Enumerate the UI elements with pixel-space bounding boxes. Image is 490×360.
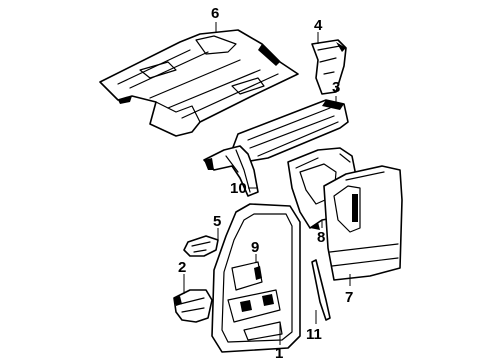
callout-4: 4 bbox=[314, 17, 323, 34]
callout-11: 11 bbox=[306, 326, 322, 343]
hinge-bracket-part bbox=[183, 235, 219, 257]
outer-quarter-panel-part bbox=[323, 165, 403, 281]
callout-1: 1 bbox=[275, 345, 283, 360]
lock-pillar-part bbox=[203, 145, 259, 197]
callout-3: 3 bbox=[332, 79, 340, 96]
callout-5: 5 bbox=[213, 213, 221, 230]
weatherstrip-part bbox=[311, 259, 331, 321]
bracket-part bbox=[311, 39, 347, 95]
floor-pan-part bbox=[99, 29, 299, 137]
door-inner-panel-part bbox=[227, 261, 283, 341]
callout-8: 8 bbox=[317, 229, 325, 246]
leader-lines bbox=[183, 22, 351, 345]
callout-10: 10 bbox=[230, 180, 247, 197]
callout-6: 6 bbox=[211, 5, 219, 22]
callouts: 1 2 3 4 5 6 7 8 9 10 11 bbox=[178, 5, 353, 360]
callout-7: 7 bbox=[345, 289, 353, 306]
callout-9: 9 bbox=[251, 239, 259, 256]
lower-pillar-part bbox=[173, 289, 213, 323]
callout-2: 2 bbox=[178, 259, 186, 276]
